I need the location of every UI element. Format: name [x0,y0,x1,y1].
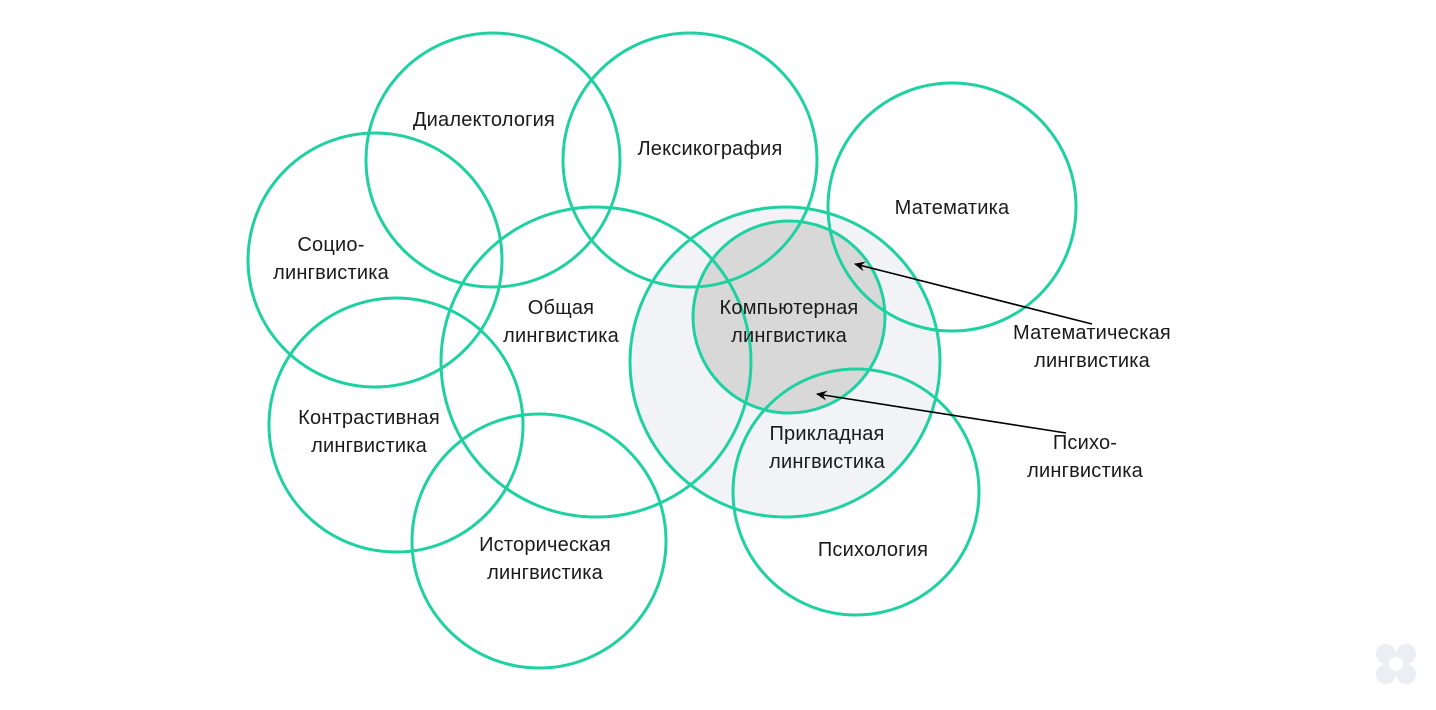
label-historical-linguistics: Историческая лингвистика [479,534,611,584]
circle-fill-computational-linguistics [693,221,885,413]
label-dialectology: Диалектология [412,109,556,131]
circle-mathematics [826,81,1078,333]
circle-lexicography [561,31,819,289]
label-contrastive-linguistics: Контрастивная лингвистика [298,407,440,457]
circle-contrastive-linguistics [267,296,525,554]
circle-psychology [731,367,981,617]
mathematical-linguistics-arrow [854,261,1093,325]
circle-sociolinguistics [246,131,504,389]
circle-historical-linguistics [410,412,668,670]
label-mathematical-linguistics: Математическая лингвистика [1013,322,1171,372]
circle-applied-linguistics [628,205,942,519]
circle-outlines [246,31,1078,670]
label-lexicography: Лексикография [637,138,783,160]
psycholinguistics-arrow [816,390,1067,434]
label-psycholinguistics: Психо- лингвистика [1027,432,1143,482]
label-general-linguistics: Общая лингвистика [503,297,619,347]
label-mathematics: Математика [894,197,1010,219]
label-sociolinguistics: Социо- лингвистика [273,234,389,284]
label-computational-linguistics: Компьютерная лингвистика [719,297,859,347]
brand-logo-icon [1376,644,1416,684]
circle-dialectology [364,31,622,289]
circle-general-linguistics [439,205,753,519]
pointer-arrows [816,261,1093,434]
label-psychology: Психология [817,539,929,561]
label-applied-linguistics: Прикладная лингвистика [769,423,885,473]
circle-computational-linguistics [691,219,887,415]
